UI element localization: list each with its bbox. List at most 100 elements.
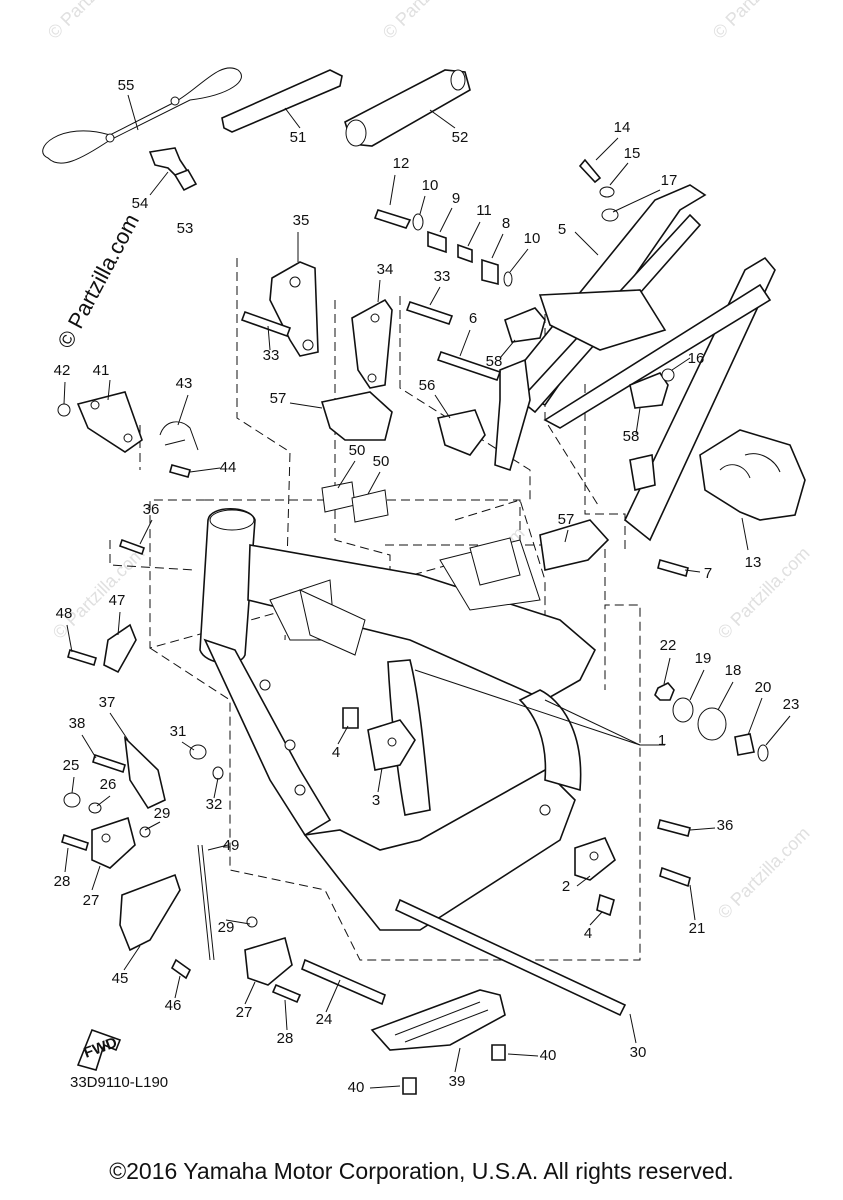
callout-34: 34 — [377, 261, 394, 278]
spoke-wrench-51 — [221, 69, 343, 133]
collar-set-18-23 — [654, 682, 769, 762]
watermark: © Partzilla.com — [44, 0, 144, 43]
long-bolt-30 — [394, 898, 627, 1017]
callout-13: 13 — [745, 554, 762, 571]
callout-39: 39 — [449, 1073, 466, 1090]
callout-41: 41 — [93, 362, 110, 379]
callout-49: 49 — [223, 837, 240, 854]
callout-26: 26 — [100, 776, 117, 793]
lower-bracket-27b — [244, 936, 293, 986]
callout-44: 44 — [220, 459, 237, 476]
callout-29: 29 — [218, 919, 235, 936]
rear-subframe-5 — [494, 184, 776, 542]
callout-58: 58 — [623, 428, 640, 445]
callout-55: 55 — [118, 77, 135, 94]
fender-guard-13 — [699, 429, 806, 521]
callout-54: 54 — [132, 195, 149, 212]
callout-7: 7 — [704, 565, 712, 582]
damper-58-upper — [504, 307, 546, 343]
callout-45: 45 — [112, 970, 129, 987]
watermark: © Partzilla.com — [379, 0, 479, 43]
engine-plate-2 — [574, 837, 616, 881]
chain-guard-37 — [123, 735, 166, 810]
fwd-arrow-icon: FWD — [76, 1028, 122, 1071]
callout-1: 1 — [658, 732, 666, 749]
callout-30: 30 — [630, 1044, 647, 1061]
callout-29: 29 — [154, 805, 171, 822]
lower-bracket-27 — [91, 816, 136, 869]
watermark: © Partzilla.com — [709, 0, 809, 43]
callout-20: 20 — [755, 679, 772, 696]
socket-wrench-52 — [344, 69, 471, 147]
callout-32: 32 — [206, 796, 223, 813]
callout-33: 33 — [434, 268, 451, 285]
rubber-boot-57-lower — [539, 519, 610, 571]
small-bolts — [57, 158, 691, 1095]
watermark-main: © Partzilla.com — [52, 210, 144, 353]
callout-36: 36 — [717, 817, 734, 834]
damper-58-lower — [629, 372, 669, 409]
diagram-code: 33D9110-L190 — [70, 1074, 168, 1091]
callout-27: 27 — [83, 892, 100, 909]
callout-46: 46 — [165, 997, 182, 1014]
guide-plate-41 — [76, 391, 143, 453]
callout-38: 38 — [69, 715, 86, 732]
callout-40: 40 — [540, 1047, 557, 1064]
main-frame-1 — [199, 508, 596, 931]
callout-16: 16 — [688, 350, 705, 367]
cable-tie-49 — [197, 844, 215, 961]
watermark: © Partzilla.com — [49, 543, 149, 643]
callout-52: 52 — [452, 129, 469, 146]
clamp-43 — [159, 421, 199, 451]
callout-11: 11 — [476, 202, 492, 219]
callout-9: 9 — [452, 190, 460, 207]
callout-37: 37 — [99, 694, 116, 711]
callout-2: 2 — [562, 878, 570, 895]
callout-43: 43 — [176, 375, 193, 392]
callout-51: 51 — [290, 129, 307, 146]
callout-6: 6 — [469, 310, 477, 327]
callout-40: 40 — [348, 1079, 365, 1096]
callout-10: 10 — [422, 177, 439, 194]
callout-50: 50 — [349, 442, 366, 459]
engine-bracket-34 — [351, 298, 393, 389]
callout-25: 25 — [63, 757, 80, 774]
callout-35: 35 — [293, 212, 310, 229]
callout-22: 22 — [660, 637, 677, 654]
bracket-45 — [119, 873, 181, 952]
callout-3: 3 — [372, 792, 380, 809]
skid-plate-39 — [370, 989, 506, 1051]
callout-53: 53 — [177, 220, 194, 237]
bolts-33-6 — [240, 300, 502, 382]
callout-57: 57 — [558, 511, 575, 528]
callout-56: 56 — [419, 377, 436, 394]
fasteners-53-54 — [148, 147, 198, 192]
long-bolt-24 — [301, 958, 386, 1006]
callout-36: 36 — [143, 501, 160, 518]
watermark: © Partzilla.com — [714, 543, 814, 643]
rubber-boot-57-upper — [320, 391, 393, 441]
clip-56 — [437, 409, 486, 456]
chain-guide-47 — [103, 623, 137, 674]
callout-57: 57 — [270, 390, 287, 407]
watermark: © Partzilla.com — [714, 823, 814, 923]
callout-21: 21 — [689, 920, 706, 937]
callout-42: 42 — [54, 362, 71, 379]
callout-28: 28 — [54, 873, 71, 890]
callout-8: 8 — [502, 215, 510, 232]
decals-50 — [321, 481, 389, 523]
callout-4: 4 — [332, 744, 340, 761]
callout-5: 5 — [558, 221, 566, 238]
copyright-notice: ©2016 Yamaha Motor Corporation, U.S.A. A… — [109, 1158, 734, 1184]
engine-bracket-35 — [269, 261, 319, 357]
callout-23: 23 — [783, 696, 800, 713]
callout-17: 17 — [661, 172, 678, 189]
callout-47: 47 — [109, 592, 126, 609]
callout-14: 14 — [614, 119, 631, 136]
engine-plate-3 — [367, 719, 416, 771]
leader-lines — [63, 94, 791, 1089]
callout-58: 58 — [486, 353, 503, 370]
callout-33: 33 — [263, 347, 280, 364]
callout-18: 18 — [725, 662, 742, 679]
bolt-set-8-12 — [373, 209, 513, 287]
